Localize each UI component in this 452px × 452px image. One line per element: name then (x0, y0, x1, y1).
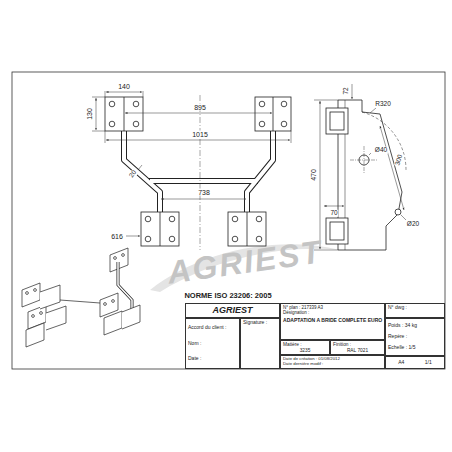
dimension-text: 72 (343, 86, 350, 95)
title-block-cell: N° plan : 217339 A3Désignation : ADAPTATI… (280, 303, 385, 340)
dimension-text: Ø40 (374, 147, 388, 154)
dimension-text: 140 (117, 83, 131, 90)
title-block-cell: Poids : 34 kg Repère : Echelle : 1/5 (385, 318, 445, 356)
title-block-text: Signature : (243, 320, 277, 326)
title-block-text: N° plan : 217339 A3 (283, 305, 382, 310)
title-block-text: Echelle : 1/5 (388, 345, 442, 351)
title-block-text: AGRIEST (212, 305, 252, 315)
watermark: AGRIEST (164, 235, 325, 289)
title-block-text: ADAPTATION A BRIDE COMPLETE EURO (283, 318, 382, 324)
title-block-text: 3235 (283, 348, 327, 354)
title-block-cell: Signature : (240, 318, 280, 369)
title-block-text: Accord du client : (188, 325, 237, 331)
title-block-text: Désignation : (283, 310, 382, 315)
dimension-text: 1015 (191, 131, 209, 138)
title-block-text: Date dernière modif : (283, 362, 382, 367)
title-block-text: Repère : (388, 334, 442, 340)
title-block-text: RAL 7021 (333, 348, 382, 354)
title-block-text: Finition : (333, 342, 382, 348)
title-block-cell: Finition :RAL 7021 (330, 340, 385, 355)
dimension-text: R320 (374, 101, 392, 108)
dimension-text: 616 (110, 233, 124, 240)
dimension-text: 470 (310, 168, 317, 182)
title-block-text: Matière : (283, 342, 327, 348)
title-block-cell: Matière :3235 (280, 340, 330, 355)
title-block-cell: A4 1/1 (385, 356, 445, 369)
title-block-text: Poids : 34 kg (388, 323, 442, 329)
title-block-text: A4 (398, 360, 404, 366)
title-block-text: N° dwg : (388, 305, 442, 311)
title-block-text: 1/1 (425, 360, 432, 366)
dimension-text: 738 (197, 189, 211, 196)
title-block-cell: Accord du client : Nom : Date : (185, 318, 240, 369)
standard-note: NORME ISO 23206: 2005 (183, 292, 272, 300)
dimension-text: 300 (394, 153, 404, 167)
title-block-text: Date : (188, 356, 237, 362)
dimension-text: Ø20 (406, 221, 420, 228)
dimension-text: 20 (128, 168, 139, 179)
dimension-text: 895 (193, 104, 207, 111)
dimension-text: 70 (329, 210, 338, 217)
title-block-text: Nom : (188, 341, 237, 347)
title-block-cell: N° dwg : (385, 303, 445, 318)
dimension-text: 130 (86, 107, 93, 121)
title-block-cell: Date de création : 01/08/2012Date derniè… (280, 355, 385, 369)
title-block-cell: AGRIEST (185, 303, 280, 318)
